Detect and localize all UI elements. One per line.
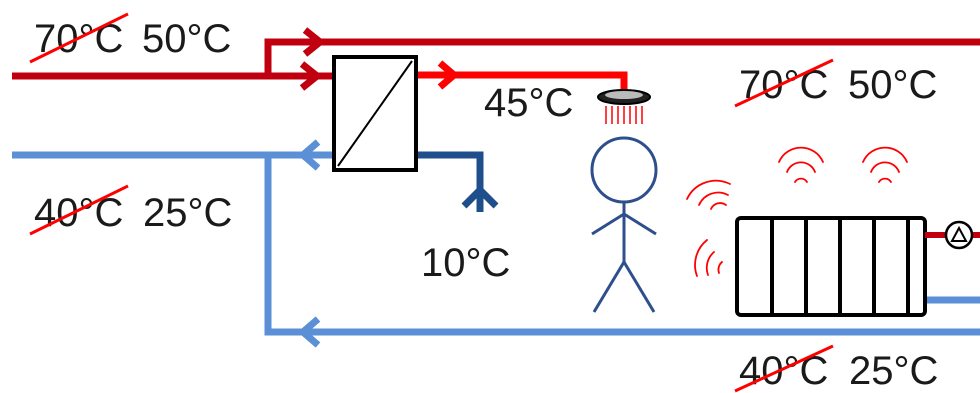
supply-pipes [12, 27, 980, 91]
cold-water-tap-icon [461, 185, 499, 209]
cold-water-temp-label: 10°C [421, 241, 510, 285]
supply-arrow-top [302, 27, 326, 57]
return-left-temp-label: 40°C 25°C [29, 184, 232, 236]
return-bottom-temp-label: 40°C 25°C [734, 344, 938, 393]
return-pipes [12, 139, 980, 348]
shower-head-icon [597, 89, 651, 124]
return-left-old-temp: 40°C [34, 191, 123, 235]
return-bottom-new-temp: 25°C [849, 349, 938, 393]
supply-inlet-new-temp: 50°C [142, 17, 231, 61]
return-arrow-bottom [297, 316, 321, 348]
person-icon [590, 136, 658, 313]
hot-tap-pipe [416, 60, 628, 90]
strike-line [29, 12, 129, 64]
heat-wave-left-upper [686, 179, 731, 210]
heat-wave-top-1 [778, 146, 824, 183]
return-left-new-temp: 25°C [143, 191, 232, 235]
cold-water-pipe [416, 151, 499, 212]
hot-tap-line [416, 71, 628, 90]
heat-exchanger-icon [332, 55, 418, 172]
strike-line [29, 184, 129, 236]
supply-outlet-new-temp: 50°C [848, 63, 937, 107]
heat-wave-left-lower [694, 239, 723, 277]
strike-line [734, 58, 834, 108]
shower-temp-label: 45°C [484, 81, 573, 125]
supply-bypass-pipe [264, 38, 980, 76]
radiator-icon [735, 216, 927, 317]
strike-line [734, 344, 834, 393]
heat-wave-icon [686, 146, 908, 277]
supply-inlet-temp-label: 70°C 50°C [29, 12, 231, 64]
pump-icon [925, 220, 980, 250]
supply-outlet-temp-label: 70°C 50°C [734, 58, 937, 108]
return-arrow-top [297, 139, 321, 171]
heat-wave-top-2 [862, 146, 908, 183]
hot-tap-arrow [437, 60, 460, 90]
supply-arrow-bottom [299, 61, 323, 91]
return-vertical-pipe [264, 155, 980, 336]
